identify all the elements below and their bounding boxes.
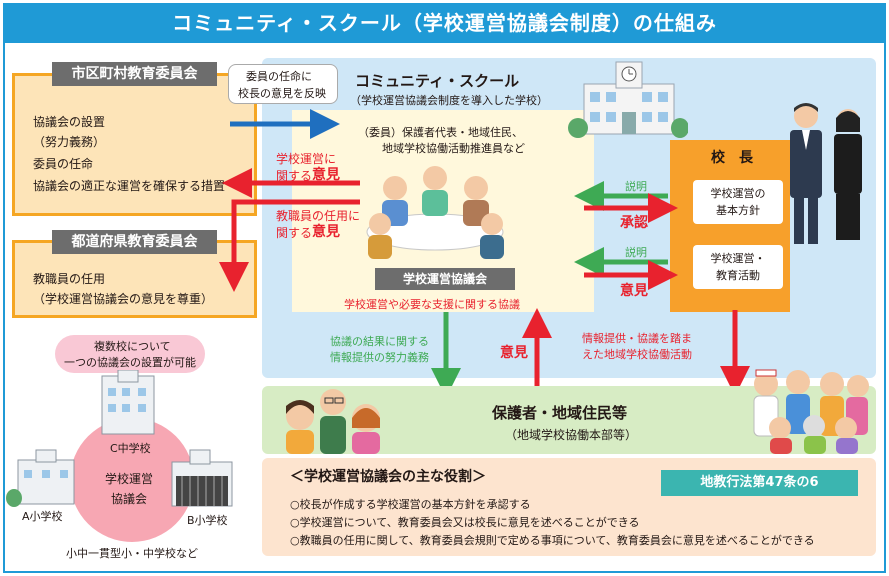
prefecture-board-header: 都道府県教育委員会 bbox=[52, 230, 217, 254]
multi-school-callout-line-2: 一つの協議会の設置が可能 bbox=[64, 356, 196, 369]
staff-opinion-prefix-2: 関する bbox=[276, 226, 313, 240]
members-line-2: 地域学校協働活動推進員など bbox=[382, 142, 525, 155]
community-school-subtitle: （学校運営協議会制度を導入した学校） bbox=[350, 94, 548, 107]
multi-school-center-line-1: 学校運営 bbox=[105, 472, 154, 486]
explain-label-2: 説明 bbox=[625, 246, 647, 259]
municipal-board-header: 市区町村教育委員会 bbox=[52, 62, 217, 86]
law-badge: 地教行法第47条の6 bbox=[661, 470, 858, 496]
role-item-3: ○教職員の任用に関して、教育委員会規則で定める事項について、教育委員会に意見を述… bbox=[290, 534, 815, 547]
principal-activity-box: 学校運営・ 教育活動 bbox=[693, 245, 783, 289]
parents-subtitle: （地域学校協働本部等） bbox=[505, 428, 638, 442]
role-item-2: ○学校運営について、教育委員会又は校長に意見を述べることができる bbox=[290, 516, 640, 529]
principal-policy-box: 学校運営の 基本方針 bbox=[693, 180, 783, 224]
result-info-line-2: 情報提供の努力義務 bbox=[330, 351, 429, 364]
c-school-label: C中学校 bbox=[110, 442, 151, 455]
school-opinion-prefix-1: 学校運営に bbox=[276, 152, 337, 166]
multi-school-callout-line-1: 複数校について bbox=[94, 340, 171, 353]
municipal-board-panel bbox=[12, 73, 257, 216]
a-school-label: A小学校 bbox=[22, 510, 63, 523]
role-item-1: ○校長が作成する学校運営の基本方針を承認する bbox=[290, 498, 531, 511]
community-members-illustration bbox=[753, 369, 869, 454]
staff-opinion-prefix-1: 教職員の任用に bbox=[276, 209, 361, 223]
municipal-line-3: 委員の任命 bbox=[33, 157, 94, 171]
c-middle-school-icon bbox=[101, 370, 155, 435]
appoint-callout-line-1: 委員の任命に bbox=[246, 70, 312, 83]
opinion-principal-label: 意見 bbox=[620, 283, 648, 299]
principal-policy-line-1: 学校運営の bbox=[710, 187, 766, 200]
b-school-label: B小学校 bbox=[187, 514, 228, 527]
parents-illustration bbox=[286, 389, 380, 454]
school-opinion-label: 意見 bbox=[312, 167, 340, 183]
school-opinion-prefix-2: 関する bbox=[276, 169, 313, 183]
appoint-callout-line-2: 校長の意見を反映 bbox=[238, 87, 326, 100]
prefecture-line-2: （学校運営協議会の意見を尊重） bbox=[33, 292, 214, 306]
page-title: コミュニティ・スクール（学校運営協議会制度）の仕組み bbox=[3, 3, 886, 43]
council-caption: 学校運営や必要な支援に関する協議 bbox=[344, 298, 520, 311]
multi-school-caption: 小中一貫型小・中学校など bbox=[66, 547, 198, 560]
municipal-line-1: 協議会の設置 bbox=[33, 115, 106, 129]
school-building-icon bbox=[568, 61, 688, 138]
staff-opinion-arrow bbox=[219, 199, 360, 292]
principal-label: 校 長 bbox=[711, 150, 753, 166]
approve-label: 承認 bbox=[620, 215, 648, 231]
parents-title: 保護者・地域住民等 bbox=[492, 404, 628, 422]
community-school-title: コミュニティ・スクール bbox=[355, 72, 520, 90]
appoint-callout bbox=[228, 64, 338, 104]
principal-staff-illustration bbox=[790, 103, 862, 244]
members-line-1: （委員）保護者代表・地域住民、 bbox=[358, 126, 523, 139]
multi-school-center-line-2: 協議会 bbox=[111, 492, 148, 506]
b-elementary-school-icon bbox=[171, 449, 233, 507]
principal-activity-line-1: 学校運営・ bbox=[710, 252, 766, 265]
staff-opinion-label: 意見 bbox=[312, 224, 340, 240]
municipal-line-2: （努力義務） bbox=[33, 135, 106, 149]
principal-activity-line-2: 教育活動 bbox=[716, 269, 760, 282]
activities-line-1: 情報提供・協議を踏ま bbox=[582, 332, 692, 345]
council-label: 学校運営協議会 bbox=[375, 268, 515, 290]
meeting-illustration bbox=[366, 166, 504, 259]
parents-opinion-label: 意見 bbox=[500, 345, 528, 361]
multi-school-illustration bbox=[6, 370, 233, 542]
explain-label-1: 説明 bbox=[625, 180, 647, 193]
result-info-line-1: 協議の結果に関する bbox=[330, 335, 429, 348]
activities-line-2: えた地域学校協働活動 bbox=[582, 348, 692, 361]
prefecture-line-1: 教職員の任用 bbox=[33, 272, 106, 286]
principal-policy-line-2: 基本方針 bbox=[716, 204, 760, 217]
a-elementary-school-icon bbox=[6, 449, 75, 507]
multi-school-callout bbox=[55, 335, 205, 373]
roles-heading: ＜学校運営協議会の主な役割＞ bbox=[290, 469, 486, 485]
municipal-line-4: 協議会の適正な運営を確保する措置 bbox=[33, 179, 226, 193]
